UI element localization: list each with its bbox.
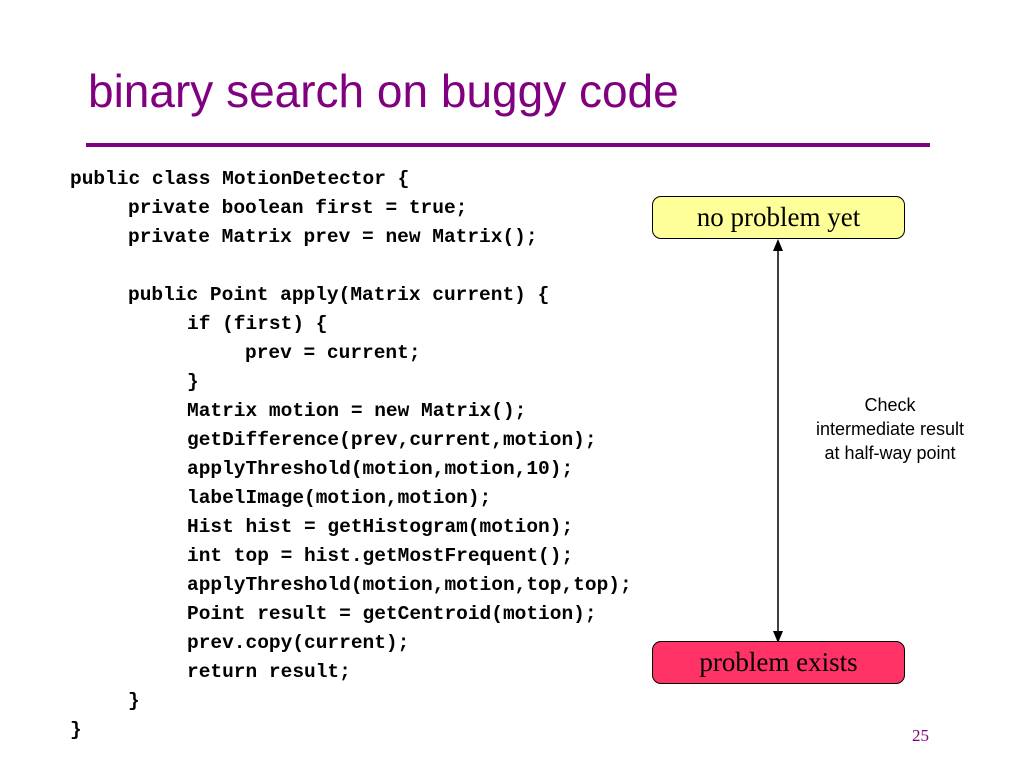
code-line: labelImage(motion,motion); [187, 487, 492, 509]
code-line: getDifference(prev,current,motion); [187, 429, 597, 451]
code-line: } [128, 690, 140, 712]
code-line: applyThreshold(motion,motion,top,top); [187, 574, 632, 596]
code-line: } [187, 371, 199, 393]
code-line: if (first) { [187, 313, 328, 335]
page-number: 25 [912, 726, 929, 745]
code-line: Matrix motion = new Matrix(); [187, 400, 527, 422]
code-line: } [70, 719, 82, 741]
annotation-line: Check [864, 395, 916, 415]
code-line: int top = hist.getMostFrequent(); [187, 545, 574, 567]
callout-no-problem-yet: no problem yet [652, 196, 905, 239]
code-line: private Matrix prev = new Matrix(); [128, 226, 538, 248]
code-line: private boolean first = true; [128, 197, 468, 219]
double-arrow-icon [773, 239, 783, 643]
annotation-line: intermediate result [815, 419, 965, 439]
code-line: Point result = getCentroid(motion); [187, 603, 597, 625]
code-line: Hist hist = getHistogram(motion); [187, 516, 574, 538]
annotation-text: Check intermediate result at half-way po… [795, 393, 985, 465]
code-line-blank [70, 252, 632, 281]
title-underline [86, 143, 930, 147]
code-block: public class MotionDetector { private bo… [70, 165, 632, 745]
code-line: public Point apply(Matrix current) { [128, 284, 550, 306]
code-line: prev.copy(current); [187, 632, 410, 654]
code-line: return result; [187, 661, 351, 683]
code-line: applyThreshold(motion,motion,10); [187, 458, 574, 480]
code-line: prev = current; [245, 342, 421, 364]
callout-problem-exists: problem exists [652, 641, 905, 684]
code-line: public class MotionDetector { [70, 168, 410, 190]
slide-title: binary search on buggy code [88, 65, 679, 117]
annotation-line: at half-way point [824, 443, 956, 463]
